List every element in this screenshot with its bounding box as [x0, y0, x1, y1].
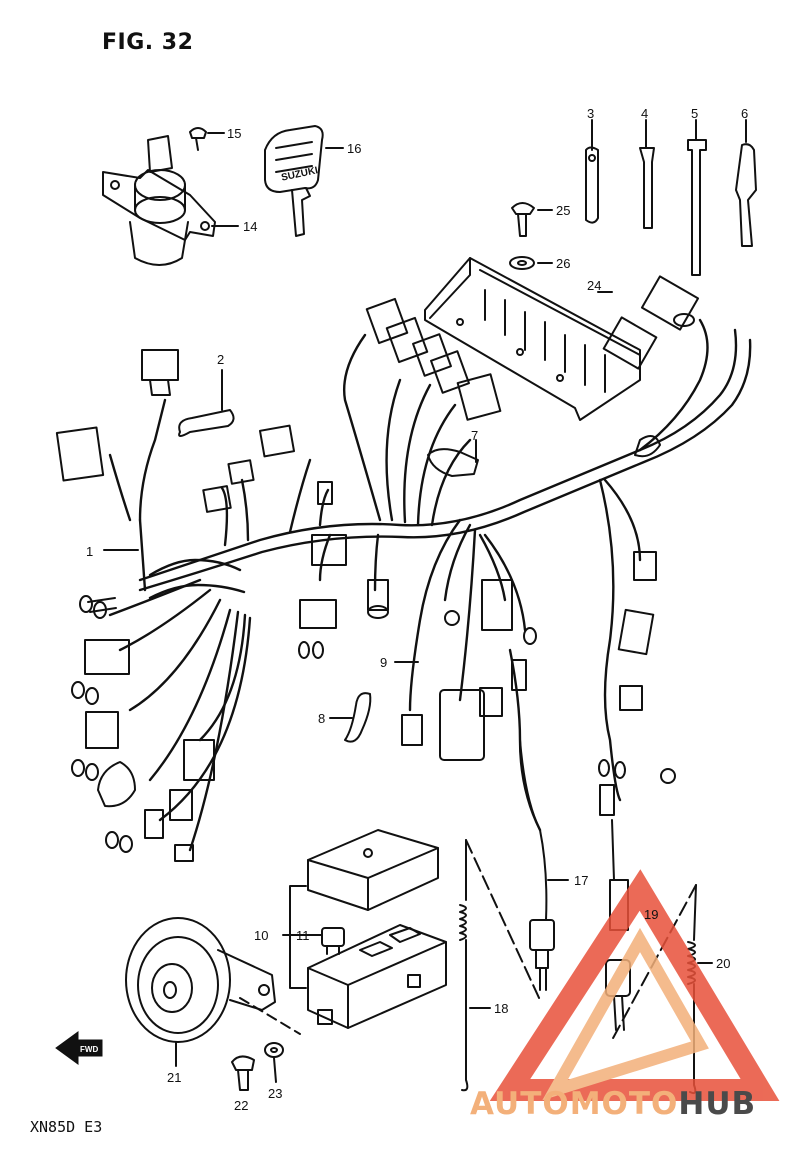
key [264, 125, 344, 237]
connector-bracket [424, 257, 641, 421]
ignition-switch [102, 135, 216, 266]
callout-9: 9 [380, 655, 387, 670]
callout-6: 6 [741, 106, 748, 121]
callout-16: 16 [347, 141, 361, 156]
clamp-4 [639, 119, 655, 229]
fuse [321, 927, 345, 955]
washer-26 [509, 256, 553, 270]
watermark-logo [489, 869, 780, 1101]
relay-box [289, 829, 439, 989]
callout-22: 22 [234, 1098, 248, 1113]
connectors [55, 275, 700, 862]
fwd-arrow-icon: FWD [55, 1031, 103, 1065]
clamp-6 [735, 119, 757, 247]
callout-10: 10 [254, 928, 268, 943]
wiring-harness [108, 318, 752, 852]
callout-14: 14 [243, 219, 257, 234]
clip-7 [427, 439, 479, 477]
figure-title: FIG. 32 [102, 30, 194, 55]
callout-25: 25 [556, 203, 570, 218]
terminals [71, 595, 676, 853]
callout-7: 7 [471, 428, 478, 443]
callout-8: 8 [318, 711, 325, 726]
callout-17: 17 [574, 873, 588, 888]
horn [125, 917, 276, 1067]
callout-1: 1 [86, 544, 93, 559]
fwd-label: FWD [80, 1045, 98, 1054]
callout-15: 15 [227, 126, 241, 141]
callout-3: 3 [587, 106, 594, 121]
fuse-box [307, 924, 447, 1029]
watermark-text-part1: AUTOMOTO [470, 1086, 679, 1122]
clip-2 [178, 369, 235, 437]
screw-15 [189, 127, 225, 151]
callout-2: 2 [217, 352, 224, 367]
callout-5: 5 [691, 106, 698, 121]
clamp-5 [687, 119, 707, 276]
model-code: XN85D E3 [30, 1118, 103, 1136]
callout-numbers: 1 2 3 4 5 6 7 8 9 10 11 14 15 16 17 18 1… [86, 106, 748, 1113]
spring-18 [459, 839, 541, 1092]
callout-26: 26 [556, 256, 570, 271]
washer-23 [264, 1042, 284, 1083]
callout-20: 20 [716, 956, 730, 971]
key-brand-label: SUZUKI [280, 165, 319, 184]
clip-8 [329, 692, 372, 743]
callout-21: 21 [167, 1070, 181, 1085]
clamp-3 [585, 119, 599, 224]
watermark-text-part2: HUB [678, 1086, 757, 1122]
callout-23: 23 [268, 1086, 282, 1101]
watermark-text: AUTOMOTOHUB [470, 1086, 756, 1122]
callout-4: 4 [641, 106, 648, 121]
callout-18: 18 [494, 1001, 508, 1016]
bolt-22 [231, 1055, 255, 1091]
screw-25 [511, 202, 553, 237]
callout-11: 11 [296, 928, 310, 943]
callout-19: 19 [644, 907, 658, 922]
switch-17 [519, 739, 555, 991]
callout-24: 24 [587, 278, 601, 293]
